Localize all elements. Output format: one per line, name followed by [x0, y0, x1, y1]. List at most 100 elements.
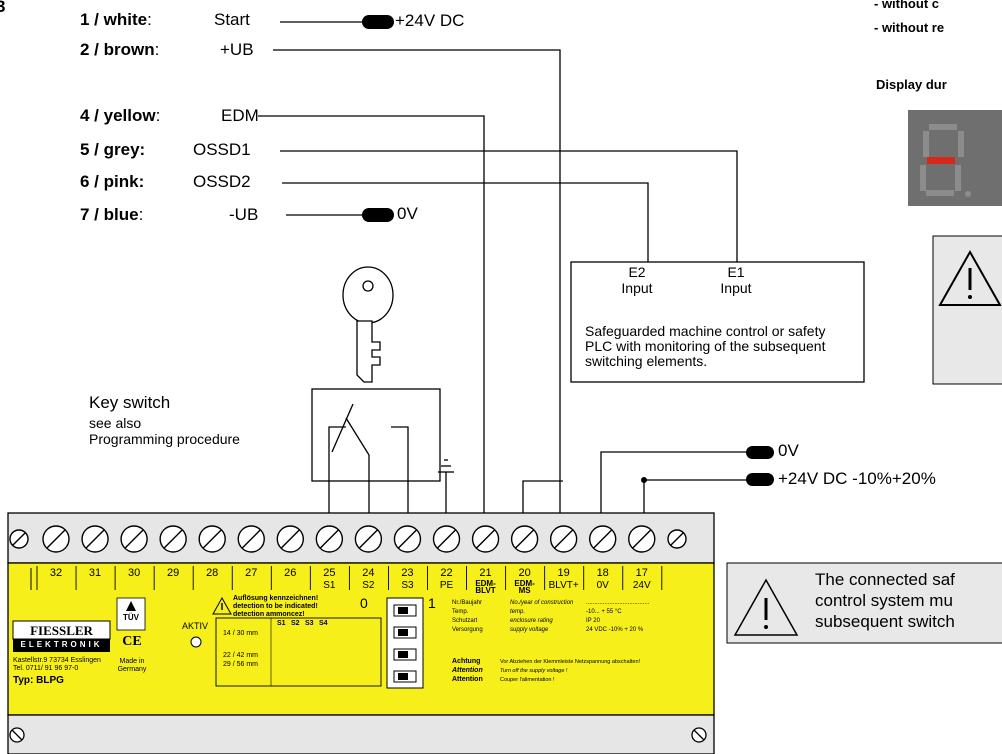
- display-heading: Display dur: [876, 77, 947, 92]
- terminal-number: 20: [518, 567, 531, 579]
- terminal-function: S3: [401, 580, 414, 591]
- wire-signal-3: EDM: [221, 106, 259, 125]
- notice-line3: subsequent switch: [815, 612, 955, 631]
- terminal-number: 26: [284, 567, 297, 579]
- wire-label-3: 4 / yellow:: [80, 106, 160, 126]
- achtung-text: Turn off the supply voltage !: [500, 668, 568, 674]
- wire-label-1: 1 / white:: [80, 10, 152, 30]
- address-line2: Tel. 0711/ 91 96 97-0: [13, 665, 79, 672]
- supply-24v-label: +24V DC -10%+20%: [778, 469, 936, 488]
- wire-label-4: 5 / grey:: [80, 140, 145, 160]
- wire-separator: :: [138, 205, 144, 224]
- aktiv-label: AKTIV: [182, 621, 209, 631]
- top-note-line1: - without c: [874, 0, 939, 11]
- notice-warning-icon: [733, 578, 799, 636]
- terminal-number: 25: [323, 567, 336, 579]
- wire-label-6: 7 / blue:: [80, 205, 143, 225]
- e1-label: E1: [727, 264, 745, 280]
- warning-triangle-icon: [938, 249, 1002, 306]
- spec-cell: -10... + 55 °C: [586, 609, 622, 615]
- supply-0v-label: 0V: [778, 441, 799, 460]
- key-switch-see-also: see also: [89, 415, 142, 431]
- terminal-number: 27: [245, 567, 258, 579]
- terminal-function: EDM- BLVT: [475, 579, 496, 595]
- terminal-function: EDM- MS: [514, 579, 535, 595]
- res-row-2: 22 / 42 mm: [223, 652, 259, 659]
- controller-description: Safeguarded machine control or safety PL…: [585, 323, 826, 369]
- e2-sub: Input: [621, 280, 653, 296]
- wire-number: 6 / pink:: [80, 172, 145, 191]
- terminal-function: PE: [439, 580, 454, 591]
- wire-separator: :: [147, 10, 152, 29]
- achtung-text: Vor Abziehen der Klemmleiste Netzspannun…: [500, 659, 641, 665]
- dip-label-0: 0: [360, 595, 368, 611]
- key-switch-title: Key switch: [89, 393, 171, 412]
- key-icon: [342, 266, 394, 383]
- notice-text: The connected saf control system mu subs…: [815, 569, 955, 632]
- terminal-number: 32: [49, 567, 63, 579]
- wire-number: 1 / white: [80, 10, 148, 29]
- res-row-3: 29 / 56 mm: [223, 661, 259, 668]
- wire-signal-5: OSSD2: [193, 172, 251, 191]
- start-supply-label: +24V DC: [395, 11, 465, 30]
- notice-line1: The connected saf: [815, 570, 955, 589]
- dip-header: S2: [291, 620, 300, 627]
- terminal-function: 0V: [596, 580, 609, 591]
- wire-separator: :: [155, 106, 161, 125]
- spec-cell: 24 VDC -10% + 20 %: [586, 627, 644, 633]
- achtung-head: Attention: [452, 667, 483, 674]
- terminal-number: 31: [88, 567, 102, 579]
- address-line1: Kastellstr.9 73734 Esslingen: [13, 657, 101, 664]
- e2-input: E2 Input: [612, 264, 662, 296]
- terminal-number: 19: [557, 567, 570, 579]
- figure-number: 3: [0, 0, 6, 16]
- terminal-function: BLVT+: [548, 580, 579, 591]
- res-row-1: 14 / 30 mm: [223, 630, 259, 637]
- spec-cell: temp.: [510, 609, 526, 615]
- top-note-line2: - without re: [874, 20, 945, 35]
- dip-header: S3: [305, 620, 314, 627]
- spec-cell: enclosure rating: [510, 618, 553, 624]
- seven-segment-display: [908, 110, 1002, 206]
- warn-line1: Auflösung kennzeichnen!: [233, 595, 319, 602]
- wire-signal-1: Start: [214, 10, 250, 29]
- wire-signal-2: +UB: [220, 40, 254, 59]
- dip-header: S4: [319, 620, 328, 627]
- ce-mark: CE: [122, 634, 142, 649]
- terminal-function: 24V: [632, 580, 651, 591]
- spec-cell: Nr./Baujahr: [452, 600, 483, 606]
- dip-header: S1: [277, 620, 286, 627]
- terminal-function: S2: [362, 580, 375, 591]
- achtung-text: Couper l'alimentation !: [500, 677, 555, 683]
- achtung-head: Achtung: [452, 658, 481, 665]
- e1-input: E1 Input: [711, 264, 761, 296]
- terminal-number: 29: [167, 567, 180, 579]
- spec-cell: supply voltage: [510, 627, 549, 633]
- wire-label-2: 2 / brown:: [80, 40, 159, 60]
- ub-minus-label: 0V: [397, 204, 418, 223]
- achtung-head: Attention: [452, 676, 483, 683]
- terminal-number: 17: [635, 567, 648, 579]
- wire-label-5: 6 / pink:: [80, 172, 144, 192]
- brand-sub: ELEKTRONIK: [20, 640, 103, 649]
- spec-cell: ......................................: [586, 600, 650, 606]
- terminal-number: 28: [206, 567, 219, 579]
- key-switch-procedure: Programming procedure: [89, 431, 240, 447]
- wire-signal-4: OSSD1: [193, 140, 251, 159]
- warn-line3: detection ammoncez!: [233, 611, 305, 618]
- wire-signal-6: -UB: [229, 205, 259, 224]
- terminal-number: 24: [362, 567, 375, 579]
- spec-cell: No./year of construction: [510, 600, 574, 606]
- wire-number: 5 / grey:: [80, 140, 146, 159]
- made-in: Made in Germany: [117, 658, 147, 673]
- spec-cell: Schutzart: [452, 618, 478, 624]
- type-label: Typ: BLPG: [13, 675, 64, 686]
- terminal-number: 30: [127, 567, 141, 579]
- terminal-number: 18: [596, 567, 609, 579]
- wire-number: 4 / yellow: [80, 106, 156, 125]
- brand-logo: FIESSLER: [30, 623, 93, 638]
- spec-cell: Temp.: [452, 609, 469, 615]
- wire-separator: :: [154, 40, 160, 59]
- spec-cell: Versorgung: [452, 627, 483, 633]
